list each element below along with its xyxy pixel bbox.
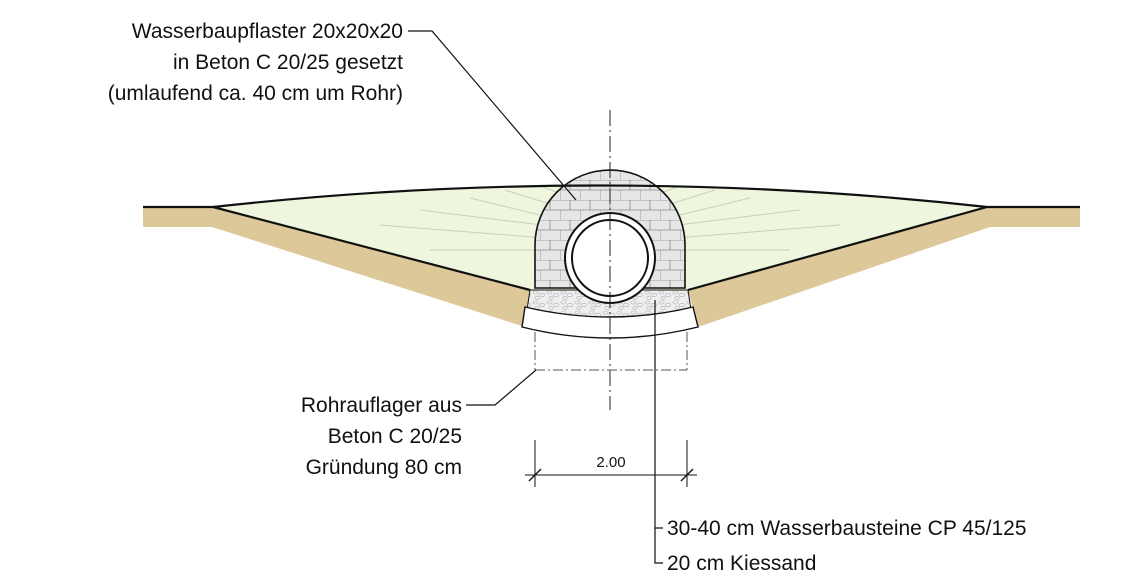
label-kiessand: 20 cm Kiessand: [667, 552, 816, 575]
soil-layer: [688, 207, 1080, 327]
label-line: (umlaufend ca. 40 cm um Rohr): [108, 82, 403, 105]
label-auflager: Rohrauflager aus Beton C 20/25 Gründung …: [301, 394, 462, 479]
label-bausteine: 30-40 cm Wasserbausteine CP 45/125: [667, 517, 1027, 540]
label-line: Gründung 80 cm: [306, 456, 462, 479]
leader-lines: [408, 30, 663, 564]
label-pflaster: Wasserbaupflaster 20x20x20 in Beton C 20…: [108, 20, 403, 105]
label-line: Beton C 20/25: [328, 425, 462, 448]
label-line: in Beton C 20/25 gesetzt: [173, 51, 403, 74]
ground-surface: [143, 184, 1080, 209]
label-line: Rohrauflager aus: [301, 394, 462, 417]
bedding-extension-lines: [534, 332, 688, 371]
label-line: Wasserbaupflaster 20x20x20: [132, 20, 403, 43]
embankment-left: [212, 205, 531, 292]
soil-layer: [143, 207, 530, 327]
dimension-line: [525, 440, 697, 487]
embankment-right: [687, 205, 988, 292]
pipe-inner: [571, 219, 649, 297]
radial-hatch: [379, 185, 841, 251]
dimension-value: 2.00: [596, 454, 625, 471]
